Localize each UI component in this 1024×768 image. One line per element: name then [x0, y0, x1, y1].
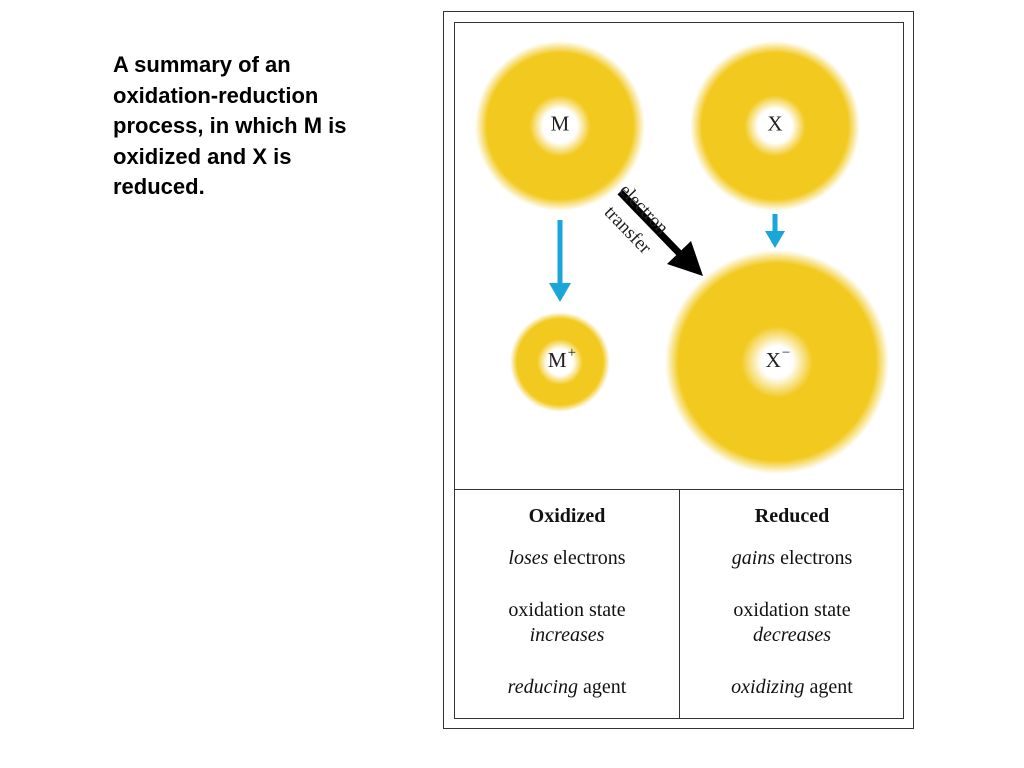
reduced-state-em: decreases — [752, 624, 832, 646]
oxidized-column: Oxidized loses electrons oxidation state… — [455, 500, 679, 700]
reduced-agent-row: oxidizing agent — [680, 675, 904, 700]
ion-x-symbol: X — [765, 348, 781, 372]
oxidized-agent-text: agent — [578, 676, 627, 698]
ion-x-charge: − — [781, 345, 791, 361]
oxidized-electrons-text: electrons — [548, 547, 626, 569]
reduced-electrons-row: gains electrons — [680, 546, 904, 571]
ion-m-cloud — [510, 312, 610, 412]
figure-frame-outer — [443, 11, 914, 729]
atom-x-label: X — [767, 111, 783, 136]
ion-x-cloud — [665, 250, 889, 474]
oxidized-agent-em: reducing — [507, 676, 579, 698]
reduced-column: Reduced gains electrons oxidation state d… — [680, 500, 904, 700]
oxidized-state-row: oxidation state increases — [455, 598, 679, 648]
atom-m-cloud — [475, 41, 645, 211]
arrow-x-down-icon — [765, 214, 785, 248]
ion-x-label: X− — [765, 345, 791, 373]
reduced-agent-em: oxidizing — [731, 676, 805, 698]
atom-m-label: M — [550, 111, 570, 136]
reduced-heading: Reduced — [754, 505, 830, 527]
electron-transfer-arrow-icon — [617, 189, 703, 276]
oxidized-state-em: increases — [529, 624, 605, 646]
oxidized-agent-row: reducing agent — [455, 675, 679, 700]
reduced-electrons-text: electrons — [775, 547, 853, 569]
reduced-agent-text: agent — [804, 676, 853, 698]
oxidized-electrons-em: loses — [508, 547, 549, 569]
ion-m-symbol: M — [547, 348, 567, 372]
reduced-state-text: oxidation state — [733, 599, 851, 621]
ion-m-label: M+ — [547, 345, 577, 373]
reduced-electrons-em: gains — [731, 547, 776, 569]
oxidized-heading: Oxidized — [528, 505, 606, 527]
slide-caption: A summary of an oxidation-reduction proc… — [113, 52, 347, 199]
atom-x-cloud — [690, 41, 860, 211]
table-column-divider — [679, 489, 680, 719]
oxidized-state-text: oxidation state — [508, 599, 626, 621]
arrow-m-down-icon — [549, 220, 571, 302]
ion-m-charge: + — [567, 345, 577, 361]
oxidized-electrons-row: loses electrons — [455, 546, 679, 571]
reduced-state-row: oxidation state decreases — [680, 598, 904, 648]
